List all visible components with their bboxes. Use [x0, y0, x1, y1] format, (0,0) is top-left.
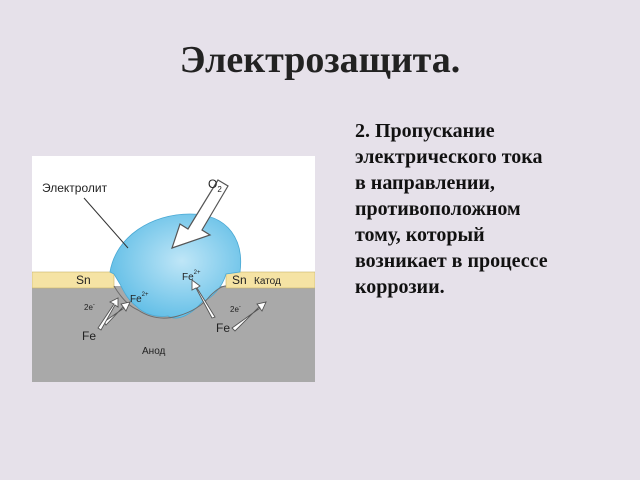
tin-layer-left: [32, 271, 115, 289]
electrons-right-label: 2e-: [230, 304, 241, 314]
oxygen-arrow: [171, 179, 229, 249]
tin-layer-right: [225, 271, 315, 289]
slide-title: Электрозащита.: [179, 39, 461, 81]
fe-arrow-left: [97, 297, 119, 331]
oxygen-label: O2: [208, 177, 222, 194]
fe-arrow-right: [191, 279, 216, 319]
sn-left-label: Sn: [76, 273, 91, 287]
electron-arrow-right: [231, 301, 267, 332]
electron-arrow-left-1: [103, 301, 131, 326]
corrosion-diagram: Электролит O2 Sn Sn Катод Fe2+ Fe2+ 2e- …: [32, 156, 315, 382]
oxygen-subscript: 2: [217, 185, 222, 194]
fe-ion-label-2: Fe2+: [182, 270, 201, 283]
electrolyte-pointer: [83, 197, 129, 249]
sn-right-label: Sn: [232, 273, 247, 287]
electrolyte-label: Электролит: [42, 181, 108, 195]
fe-left-label: Fe: [82, 329, 96, 343]
cathode-label: Катод: [254, 276, 281, 287]
pit-outline: [113, 285, 227, 319]
anode-label: Анод: [142, 346, 166, 357]
fe-ion-label-1: Fe2+: [130, 292, 149, 305]
electrons-left-label: 2e-: [84, 302, 95, 312]
slide-body-text: 2. Пропускание электрического тока в нап…: [355, 120, 548, 298]
fe-right-label: Fe: [216, 321, 230, 335]
